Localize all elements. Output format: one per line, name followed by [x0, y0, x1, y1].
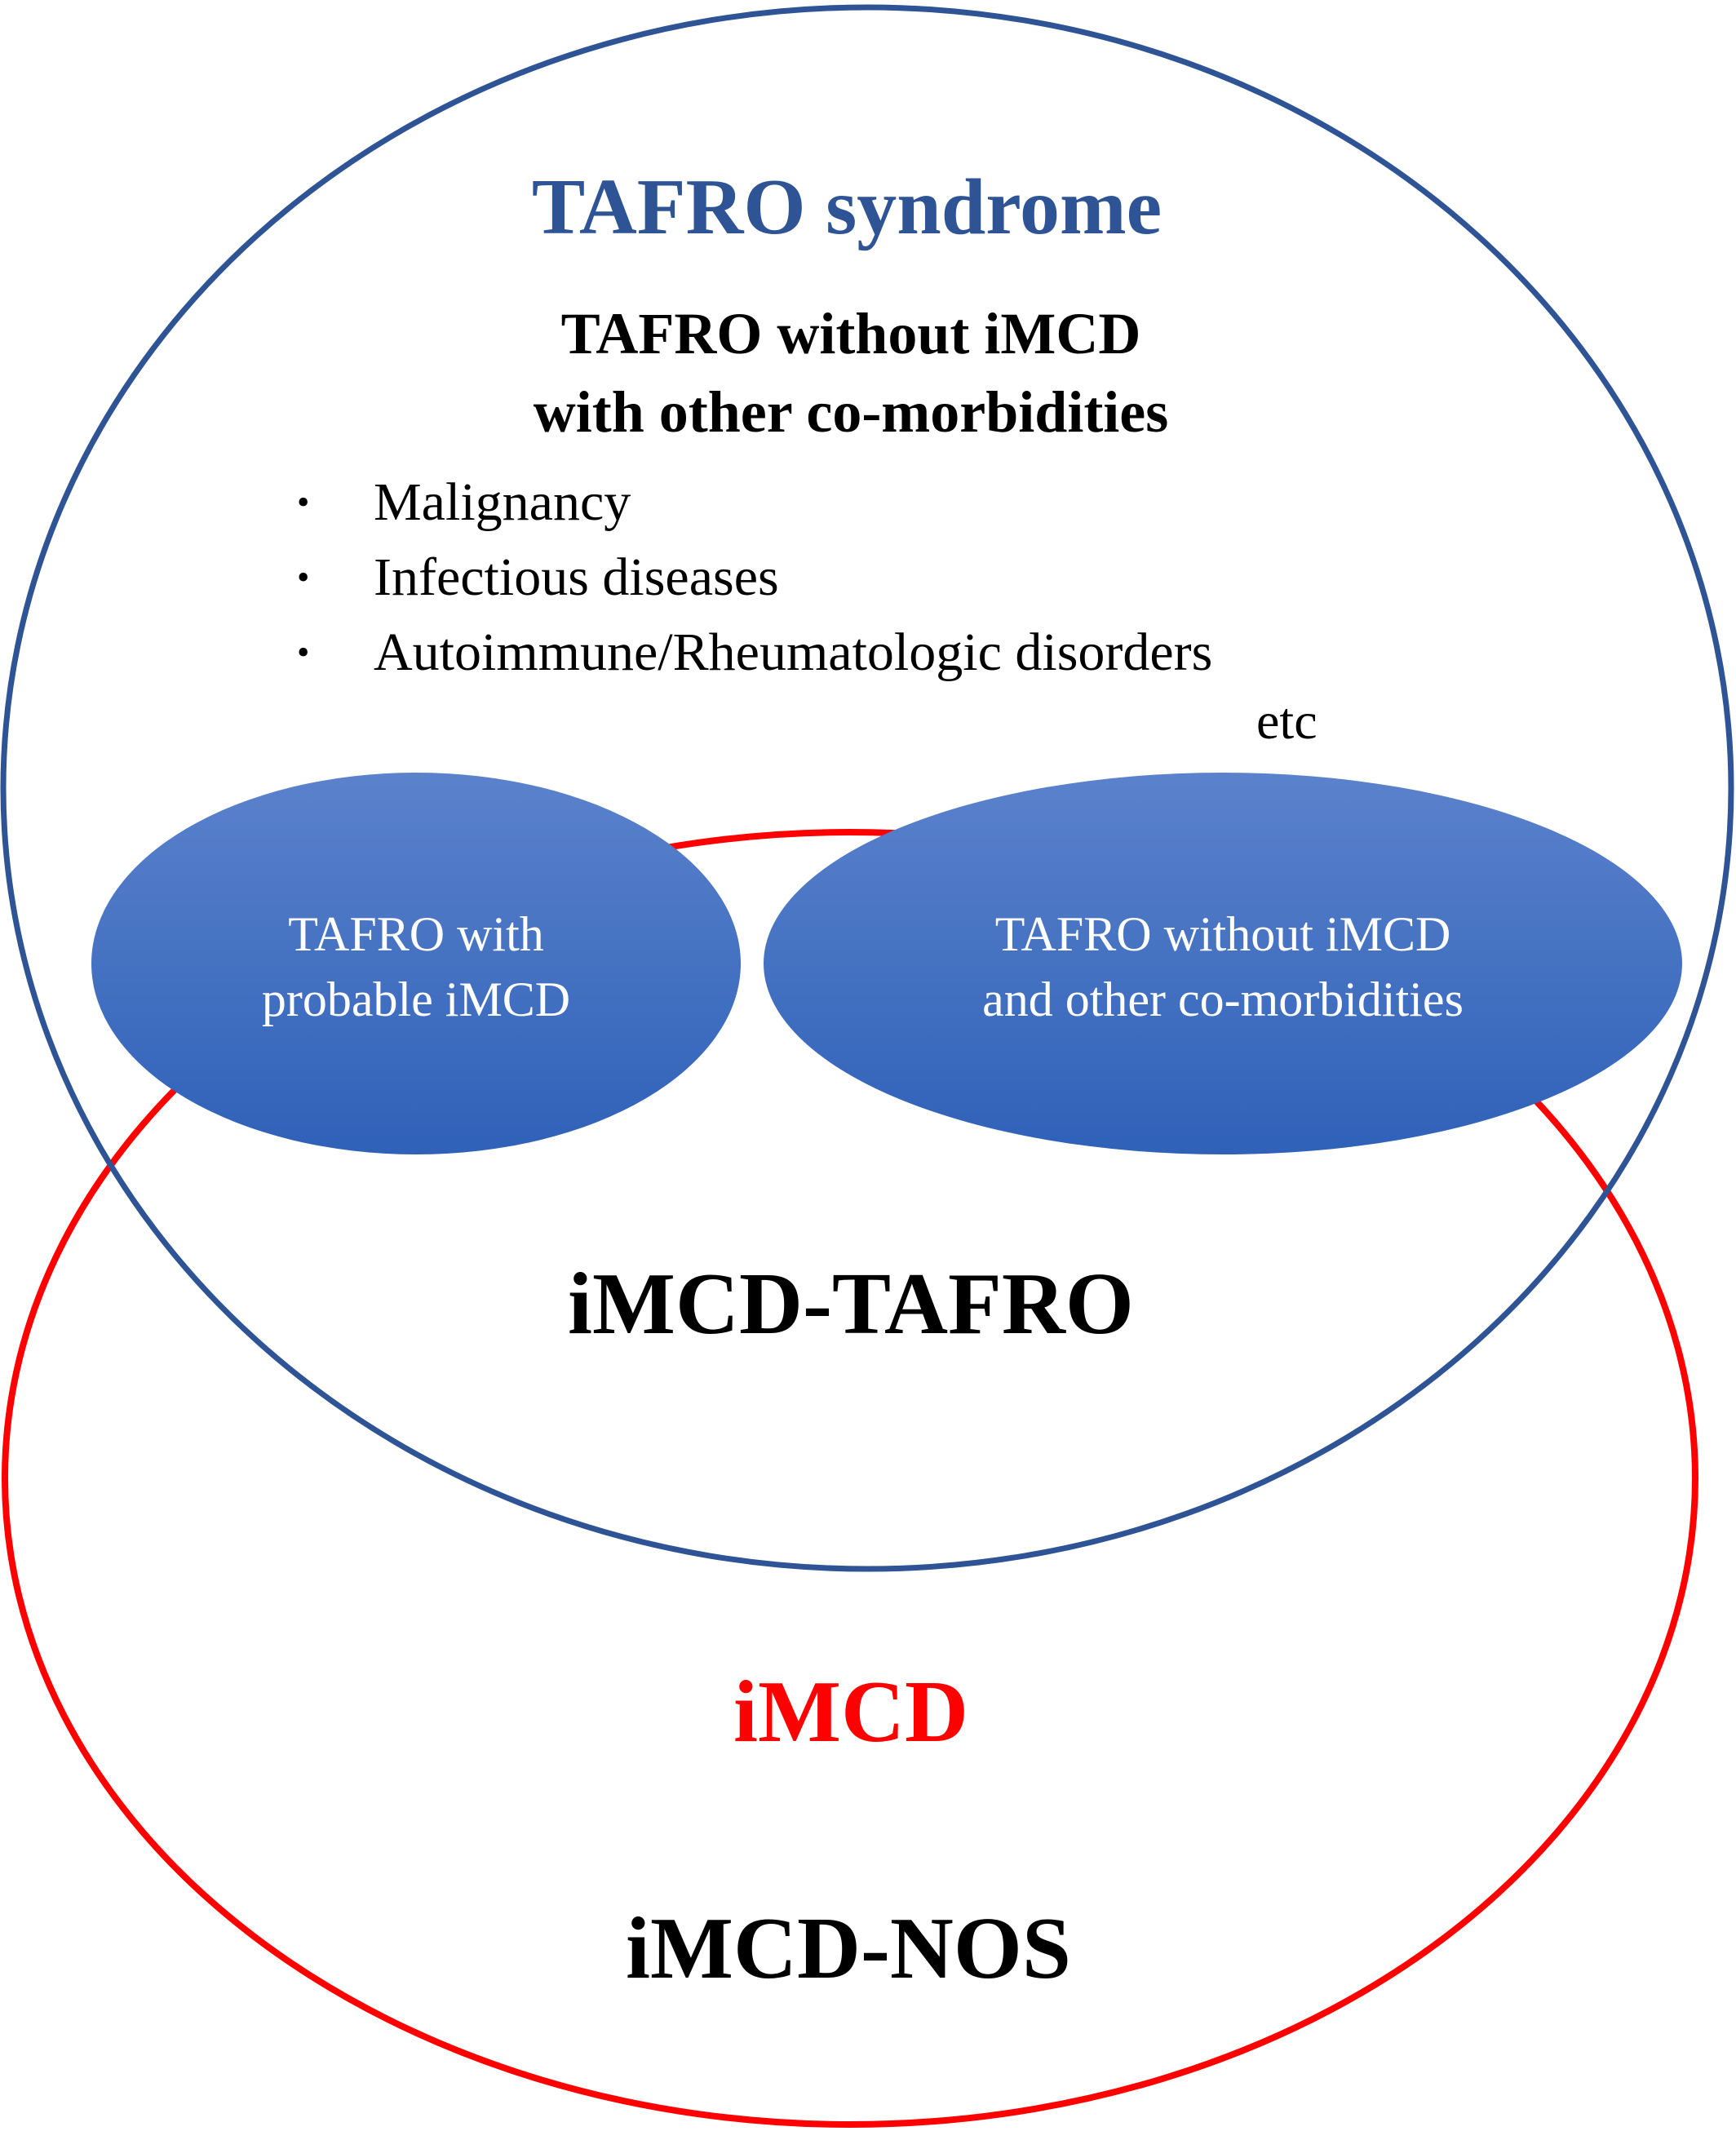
comorbidity-infectious-diseases: Infectious diseases: [374, 547, 779, 607]
without-imcd-label-line1: TAFRO without iMCD: [994, 907, 1451, 961]
tafro-syndrome-title: TAFRO syndrome: [531, 163, 1162, 251]
comorbidity-list: • Malignancy • Infectious diseases • Aut…: [286, 465, 1212, 690]
tafro-probable-imcd-ellipse: [91, 773, 741, 1154]
imcd-tafro-label: iMCD-TAFRO: [568, 1256, 1134, 1353]
imcd-nos-label: iMCD-NOS: [626, 1900, 1071, 1997]
without-imcd-label: TAFRO without iMCD and other co-morbidit…: [982, 902, 1464, 1032]
bullet-icon: •: [297, 482, 310, 522]
probable-imcd-label-line1: TAFRO with: [288, 907, 544, 961]
bullet-icon: •: [297, 632, 310, 672]
tafro-without-imcd-ellipse: [764, 773, 1682, 1154]
comorbidity-malignancy: Malignancy: [374, 472, 631, 532]
imcd-circle: [2, 829, 1698, 2128]
probable-imcd-label: TAFRO with probable iMCD: [262, 902, 570, 1032]
comorbidity-autoimmune: Autoimmune/Rheumatologic disorders: [374, 623, 1213, 682]
list-item: • Autoimmune/Rheumatologic disorders: [286, 615, 1212, 690]
etc-label: etc: [1256, 692, 1318, 750]
bullet-icon: •: [297, 557, 310, 597]
imcd-title: iMCD: [733, 1664, 968, 1761]
tafro-comorbid-subheading-line2: with other co-morbidities: [533, 379, 1169, 445]
tafro-comorbid-subheading-line1: TAFRO without iMCD: [560, 301, 1141, 366]
tafro-syndrome-circle: [0, 4, 1734, 1572]
list-item: • Malignancy: [286, 465, 1212, 540]
without-imcd-label-line2: and other co-morbidities: [982, 973, 1464, 1026]
probable-imcd-label-line2: probable iMCD: [261, 973, 571, 1026]
list-item: • Infectious diseases: [286, 540, 1212, 615]
